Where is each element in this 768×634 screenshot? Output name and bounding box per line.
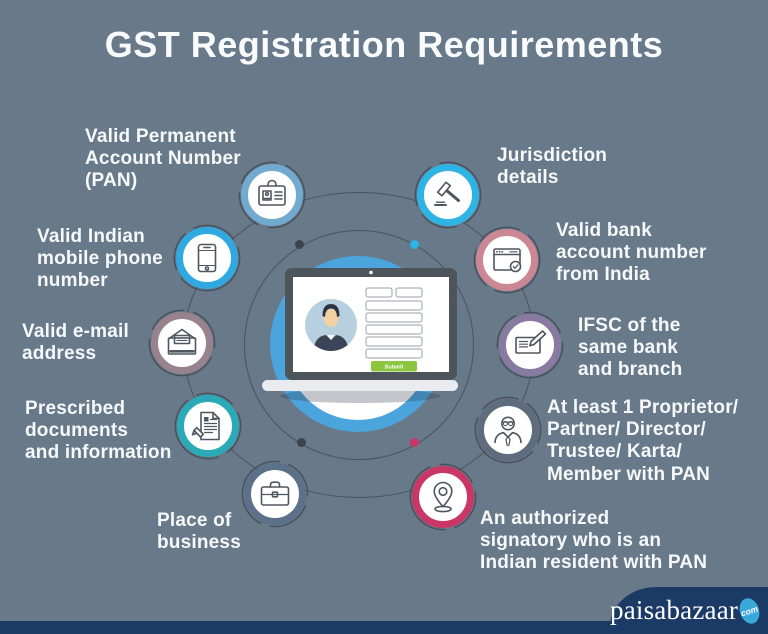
- paisabazaar-logo: paisabazaar com: [610, 587, 768, 634]
- requirement-label-ifsc: IFSC of the same bank and branch: [578, 315, 683, 381]
- requirement-label-jurisdiction: Jurisdiction details: [497, 145, 608, 189]
- brand-name: paisabazaar: [610, 595, 739, 625]
- requirement-label-place: Place of business: [157, 510, 241, 554]
- laptop-base: [262, 380, 458, 391]
- requirement-node-email: [148, 309, 216, 377]
- requirement-node-documents: [174, 392, 242, 460]
- location-pin-icon: [433, 481, 453, 513]
- requirement-label-email: Valid e-mail address: [22, 321, 129, 365]
- svg-text:Submit: Submit: [385, 365, 404, 371]
- form-fields: [365, 287, 423, 359]
- laptop-illustration: Submit: [262, 268, 458, 403]
- submit-button: Submit: [371, 361, 417, 372]
- requirement-label-pan: Valid Permanent Account Number (PAN): [85, 126, 241, 192]
- requirement-label-bank: Valid bank account number from India: [556, 220, 707, 286]
- requirement-node-mobile: [173, 224, 241, 292]
- envelope-icon: [167, 328, 197, 355]
- laptop-camera-dot: [369, 270, 373, 275]
- requirement-label-mobile: Valid Indian mobile phone number: [37, 226, 163, 292]
- requirement-node-signatory: [409, 463, 477, 531]
- requirement-node-ifsc: [496, 311, 564, 379]
- orbit-dot: [410, 438, 419, 447]
- footer-bar: [0, 621, 768, 634]
- requirement-node-jurisdiction: [414, 161, 482, 229]
- bank-account-icon: [493, 248, 522, 273]
- gavel-icon: [434, 181, 460, 206]
- requirement-node-pan: [238, 161, 306, 229]
- document-pencil-icon: [191, 411, 220, 441]
- requirement-label-signatory: An authorized signatory who is an Indian…: [480, 508, 708, 574]
- brand-com-badge: com: [736, 595, 763, 626]
- orbit-dot: [295, 240, 304, 249]
- orbit-dot: [410, 240, 419, 249]
- id-card-icon: [258, 179, 286, 206]
- page-title: GST Registration Requirements: [104, 24, 664, 65]
- briefcase-icon: [260, 481, 290, 506]
- cheque-pen-icon: [515, 330, 547, 354]
- laptop-shadow: [280, 389, 440, 403]
- avatar: [305, 299, 357, 351]
- proprietor-icon: [494, 416, 522, 447]
- requirement-node-place: [241, 460, 309, 528]
- smartphone-icon: [197, 243, 217, 273]
- requirement-label-documents: Prescribed documents and information: [25, 398, 172, 464]
- orbit-dot: [297, 438, 306, 447]
- requirement-node-proprietor: [474, 396, 542, 464]
- orbit-ring-inner: [244, 230, 474, 460]
- requirement-label-proprietor: At least 1 Proprietor/ Partner/ Director…: [547, 397, 739, 485]
- requirement-node-bank: [473, 226, 541, 294]
